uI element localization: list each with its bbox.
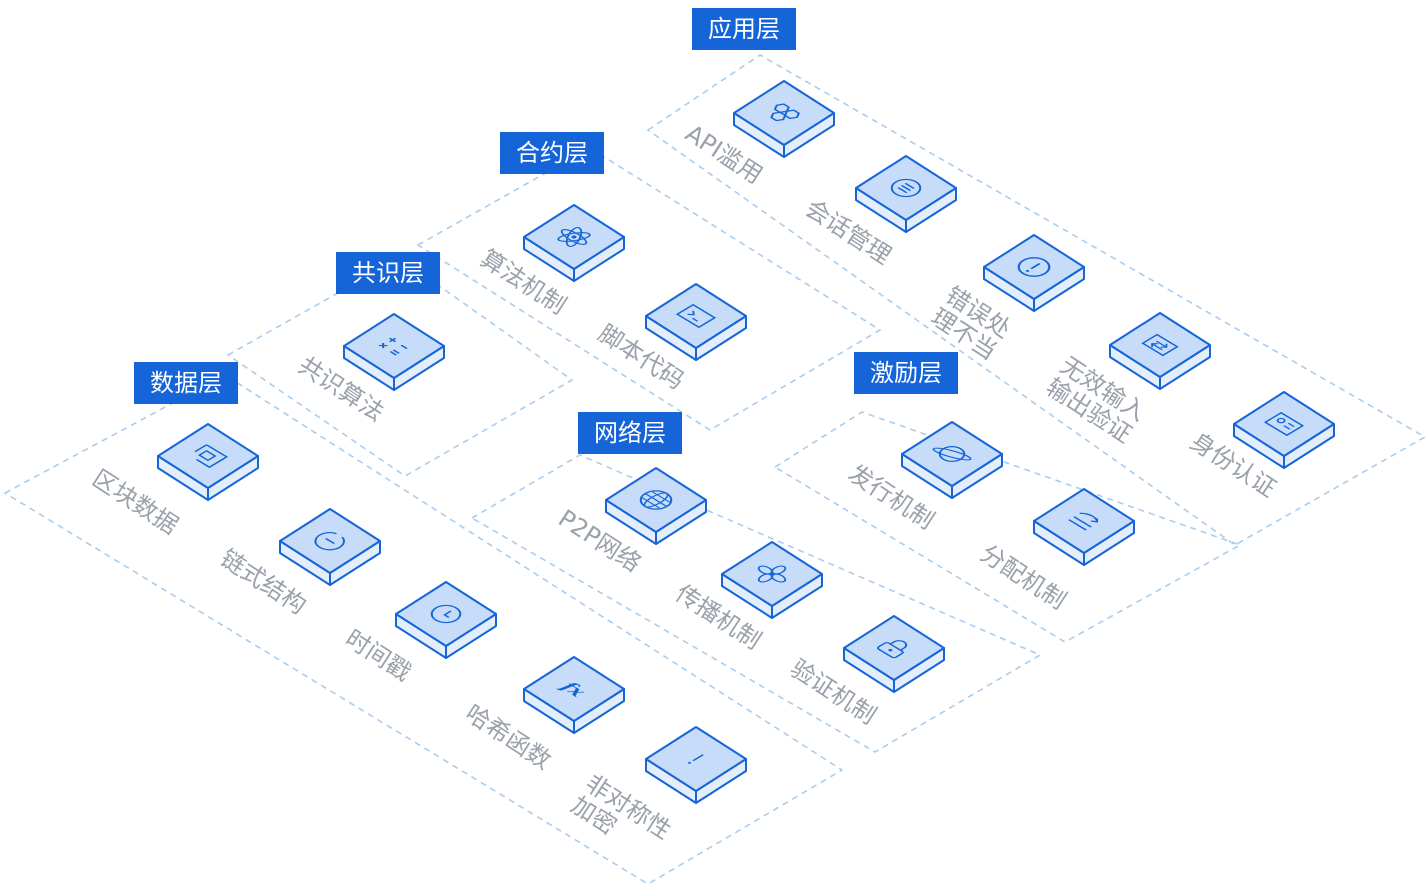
input-arrows-tile <box>1109 312 1211 390</box>
hexagon-cluster-icon <box>770 103 800 122</box>
lock-icon <box>876 640 908 659</box>
incentive-layer-label: 激励层 <box>854 352 958 394</box>
contract-layer-label: 合约层 <box>500 132 604 174</box>
contract-layer-panel <box>416 147 882 431</box>
calculator-tile <box>343 313 445 391</box>
clock-icon <box>430 604 462 624</box>
clock-tile <box>395 581 497 659</box>
terminal-tile <box>645 283 747 361</box>
alert-circle-icon <box>1017 257 1051 277</box>
data-layer-panel <box>3 374 844 884</box>
chain-icon <box>314 532 345 551</box>
exclamation-icon <box>687 754 704 764</box>
globe-icon <box>639 490 673 510</box>
exclamation-tile <box>645 726 747 804</box>
network-layer-label: 网络层 <box>578 412 682 454</box>
incentive-layer-panel <box>773 411 1242 643</box>
block-data-icon <box>194 444 229 469</box>
planet-tile <box>901 421 1003 499</box>
consensus-layer-label: 共识层 <box>336 252 440 294</box>
input-arrows-icon <box>1141 333 1179 357</box>
network-layer-panel <box>470 454 1042 753</box>
id-card-tile <box>1233 391 1335 469</box>
atom-tile <box>523 204 625 282</box>
lock-tile <box>843 615 945 693</box>
distribute-arrow-tile <box>1033 488 1135 566</box>
calculator-icon <box>378 337 408 356</box>
terminal-icon <box>675 303 717 329</box>
propeller-tile <box>721 541 823 619</box>
consensus-layer-panel <box>226 257 574 477</box>
propeller-icon <box>757 565 787 583</box>
app-layer-panel <box>646 54 1426 546</box>
planet-icon <box>932 446 972 462</box>
chat-bubble-tile <box>855 155 957 233</box>
icon-tiles: fx <box>157 80 1335 804</box>
hexagon-cluster-tile <box>733 80 835 158</box>
block-data-tile <box>157 423 259 501</box>
app-layer-label: 应用层 <box>692 8 796 50</box>
chain-tile <box>279 508 381 586</box>
chat-bubble-icon <box>890 178 922 198</box>
id-card-icon <box>1263 411 1305 437</box>
globe-tile <box>605 467 707 545</box>
function-fx-tile: fx <box>523 656 625 734</box>
distribute-arrow-icon <box>1068 512 1098 531</box>
data-layer-label: 数据层 <box>134 362 238 404</box>
layer-panels <box>3 54 1426 884</box>
alert-circle-tile <box>983 234 1085 312</box>
